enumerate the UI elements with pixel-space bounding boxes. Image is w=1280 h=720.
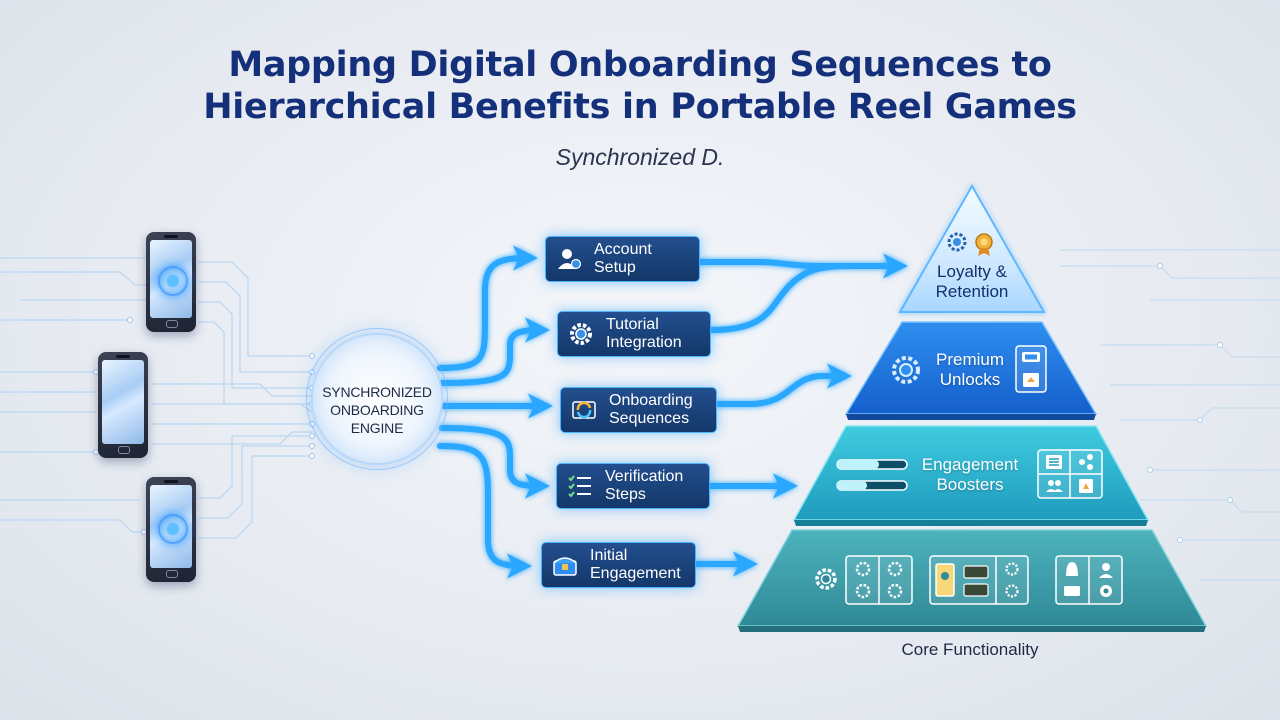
phone-notch [164,235,178,238]
step-label-line-2: Steps [605,486,646,503]
reel-icon [963,583,989,597]
engine-to-step-connectors [437,245,554,579]
connector-account-setup [437,245,539,371]
step-label-line-2: Sequences [609,410,690,427]
step-label-line-1: Onboarding [609,392,693,409]
title-line-1: Mapping Digital Onboarding Sequences to [228,45,1052,85]
engine-label-line-3: ENGINE [350,420,404,436]
card-icon [1064,586,1080,596]
person-icon [1102,563,1110,571]
list-icon [1046,455,1062,469]
reel-icon [963,565,989,579]
right-circuit-nodes [1147,263,1233,543]
gear-icon [892,356,920,384]
step-label-line-2: Integration [606,334,682,351]
reward-icon [1079,479,1093,493]
step-label-line-1: Account [594,241,652,258]
connector-to-loyalty [697,253,909,279]
engine-label: SYNCHRONIZED ONBOARDING ENGINE [313,383,441,437]
synchronized-onboarding-engine: SYNCHRONIZED ONBOARDING ENGINE [306,328,448,470]
connector-tutorial-to-loyalty [709,263,853,333]
phone-notch [116,355,130,358]
phone-device-middle [98,352,148,458]
left-circuit-traces [0,257,313,539]
reward-card-icon [1023,373,1039,387]
phone-screen [102,360,144,444]
home-button-icon [118,446,130,454]
ticket-icon [1022,352,1040,362]
core-icons [815,555,1123,605]
users-icon [1046,480,1063,492]
subtitle: Synchronized D. [555,144,725,170]
gear-icon [570,323,592,345]
tier-label-engagement-boosters: Engagement Boosters [912,455,1028,495]
step-label-line-2: Setup [594,259,636,276]
gear-icon [815,568,837,590]
step-label-line-1: Tutorial [606,316,659,333]
step-initial-engagement[interactable]: Initial Engagement [541,542,696,588]
core-reel-tile [929,555,1029,605]
bell-icon [1066,562,1078,576]
phone-notch [164,480,178,483]
progress-bar-fill [837,460,879,469]
step-account-setup[interactable]: Account Setup [545,236,700,282]
phone-device-top [146,232,196,332]
tier-label-line-2: Unlocks [939,370,1001,389]
right-circuit-traces [1060,249,1280,581]
progress-bar-fill-2 [837,481,867,490]
tier-loyalty-retention [898,183,1046,313]
step-label-line-1: Verification [605,468,684,485]
core-utility-tile [1055,555,1123,605]
phone-screen [150,240,192,318]
step-tutorial-integration[interactable]: Tutorial Integration [557,311,711,357]
page-title: Mapping Digital Onboarding Sequences to … [0,44,1280,128]
loyalty-icons [947,232,993,256]
step-label-line-2: Engagement [590,565,681,582]
connector-initial-engagement [437,443,533,579]
phone-screen [150,485,192,568]
connector-to-premium [715,363,853,407]
user-icon [558,249,582,270]
treasure-chest-icon [553,557,577,576]
core-gear-grid-tile [845,555,913,605]
step-to-tier-connectors [693,253,909,577]
medal-icon [975,233,993,256]
boosters-icons [836,449,1103,499]
connector-tutorial-integration [439,317,551,386]
gear-icon [947,232,967,252]
tier-label-core-functionality: Core Functionality [901,640,1039,659]
tier-label-line-1: Engagement [921,455,1019,474]
phone-device-bottom [146,477,196,582]
engine-label-line-1: SYNCHRONIZED [322,384,432,400]
signal-ring-icon [158,513,188,544]
step-verification-steps[interactable]: Verification Steps [556,463,710,509]
share-icon [1079,454,1093,470]
tier-label-loyalty-retention: Loyalty & Retention [912,262,1032,302]
title-line-2: Hierarchical Benefits in Portable Reel G… [203,87,1077,127]
checklist-icon [568,475,591,498]
tier-label-line-1: Loyalty & [937,262,1007,281]
tier-label-line-2: Boosters [936,475,1004,494]
home-button-icon [166,320,178,328]
tier-label-premium-unlocks: Premium Unlocks [920,350,1020,390]
step-label-line-1: Initial [590,547,628,564]
tier-label-line-1: Premium [935,350,1004,369]
home-button-icon [166,570,178,578]
engine-halo [306,328,448,470]
engine-label-line-2: ONBOARDING [330,402,424,418]
premium-icons [892,345,1047,393]
sync-icon [572,401,596,419]
connector-verification-steps [439,425,551,499]
signal-ring-icon [158,266,188,296]
tier-label-line-2: Retention [935,282,1009,301]
step-onboarding-sequences[interactable]: Onboarding Sequences [560,387,717,433]
